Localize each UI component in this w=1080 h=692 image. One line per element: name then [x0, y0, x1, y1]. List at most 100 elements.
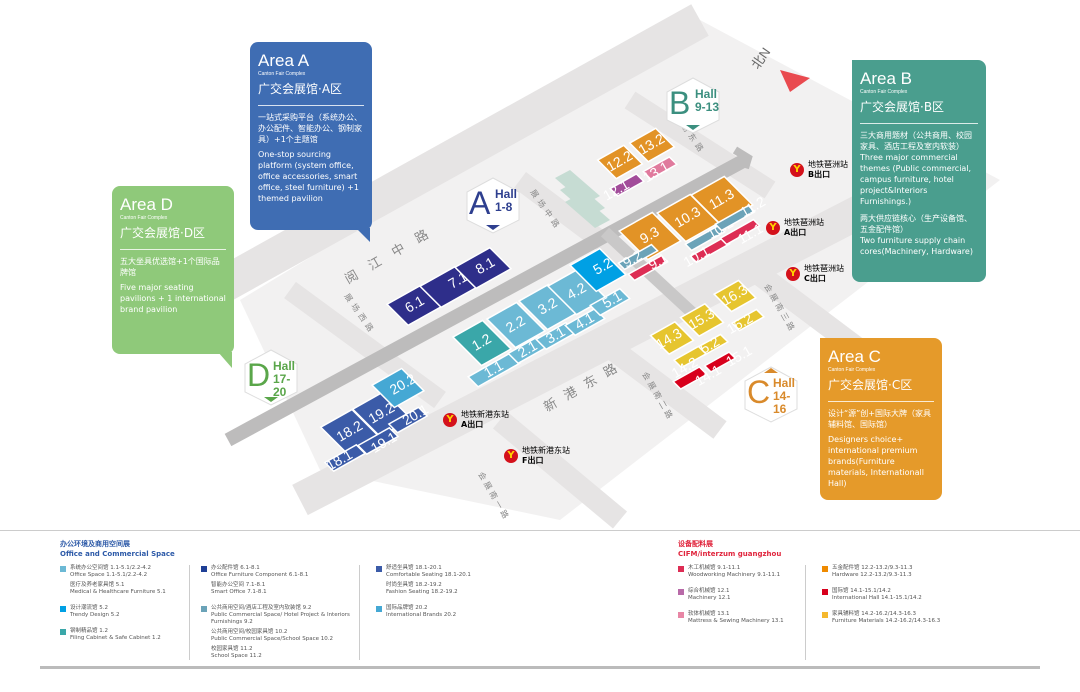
- hall-block[interactable]: [730, 308, 766, 332]
- area-b-desc2-en: Two furniture supply chain cores(Machine…: [860, 236, 973, 256]
- metro-exit: F出口: [522, 456, 544, 465]
- legend-bottom-rule: [40, 666, 1040, 669]
- hall-block[interactable]: [689, 236, 731, 264]
- legend-cn: 家具辅料馆 14.2-16.2/14.3-16.3: [832, 611, 917, 617]
- hall-14-3[interactable]: 14.3: [649, 320, 695, 356]
- hall-block[interactable]: [453, 246, 513, 290]
- hall-block[interactable]: [609, 172, 645, 198]
- hall-block[interactable]: [387, 406, 429, 434]
- legend-cn: 校园家具馆 11.2: [211, 646, 253, 652]
- legend-cn: 软体机械馆 13.1: [688, 611, 730, 617]
- hall-block[interactable]: [684, 224, 726, 252]
- legend-swatch: [376, 606, 382, 612]
- legend-en: Trendy Design 5.2: [70, 612, 120, 618]
- hall-block[interactable]: [589, 287, 631, 317]
- hall-block[interactable]: [628, 127, 676, 163]
- metro-icon: Y: [443, 413, 457, 427]
- hall-block[interactable]: [672, 365, 708, 391]
- area-b-desc-en: Three major commercial themes (Public co…: [860, 153, 972, 206]
- hall-block[interactable]: [649, 320, 695, 356]
- badge-letter: B: [669, 85, 691, 121]
- metro-icon: Y: [790, 163, 804, 177]
- area-a-desc-en: One-stop sourcing platform (system offic…: [258, 150, 359, 203]
- legend-cn: 医疗及养老家具馆 5.1: [70, 582, 125, 588]
- hall-block[interactable]: [703, 351, 737, 373]
- metro-name: 地铁新港东站: [522, 446, 570, 455]
- hall-1-2[interactable]: 1.2: [451, 319, 513, 367]
- road-zhanchang-mid: [514, 172, 646, 278]
- north-arrow-icon: [780, 70, 810, 92]
- legend-cn: 舒适坐具馆 18.1-20.1: [386, 565, 442, 571]
- legend-swatch: [822, 589, 828, 595]
- hall-2-1[interactable]: 2.1: [507, 335, 549, 365]
- road-huizhan-s3: [733, 251, 867, 359]
- metro-icon: Y: [786, 267, 800, 281]
- legend-en: International Brands 20.2: [386, 612, 457, 618]
- hall-block[interactable]: [672, 345, 708, 369]
- hall-2-2[interactable]: 2.2: [485, 301, 547, 349]
- area-a-cn-title: 广交会展馆·A区: [258, 82, 343, 96]
- hall-block[interactable]: [370, 367, 426, 409]
- area-b-desc-cn: 三大商用题材（公共商用、校园家具、酒店工程及室内软装）: [860, 131, 972, 151]
- hall-block[interactable]: [617, 243, 659, 271]
- hall-8-1[interactable]: 8.1: [453, 246, 513, 290]
- legend-swatch: [678, 566, 684, 572]
- area-c-desc-cn: 设计“源”创+国际大牌（家具辅料馆、国际馆）: [828, 409, 931, 429]
- hall-block[interactable]: [627, 254, 669, 282]
- hall-9-3[interactable]: 9.3: [617, 211, 683, 261]
- hall-block[interactable]: [719, 218, 761, 246]
- corridor-end: [732, 146, 753, 170]
- legend-en: Office Space 1.1-5.1/2.2-4.2: [70, 572, 148, 578]
- hall-block[interactable]: [679, 302, 725, 338]
- legend-swatch: [822, 612, 828, 618]
- hall-block[interactable]: [485, 301, 547, 349]
- hall-5-1[interactable]: 5.1: [589, 287, 631, 317]
- main-corridor: [224, 153, 749, 447]
- legend-swatch: [822, 566, 828, 572]
- hall-block[interactable]: [356, 426, 400, 456]
- hall-block[interactable]: [596, 144, 644, 180]
- hall-block[interactable]: [564, 307, 606, 337]
- legend-swatch: [678, 612, 684, 618]
- hall-block[interactable]: [712, 279, 758, 313]
- badge-letter: A: [469, 185, 491, 221]
- area-c-callout: Area C Canton Fair Complex 广交会展馆·C区 设计“源…: [820, 338, 942, 500]
- area-d-desc-en: Five major seating pavilions + 1 interna…: [120, 283, 226, 314]
- hall-block[interactable]: [568, 247, 628, 293]
- legend-en: Furniture Materials 14.2-16.2/14.3-16.3: [832, 618, 941, 624]
- legend-en: Office Furniture Component 6.1-8.1: [211, 572, 309, 578]
- hall-block[interactable]: [642, 155, 678, 181]
- hall-block[interactable]: [714, 204, 756, 232]
- area-a-title: Area A: [258, 51, 310, 70]
- legend-cn: 钢制精品馆 1.2: [70, 628, 108, 634]
- hall-block[interactable]: [617, 211, 683, 261]
- hall-13-2[interactable]: 13.2: [628, 127, 676, 163]
- legend-en: Comfortable Seating 18.1-20.1: [386, 572, 471, 578]
- area-b-title: Area B: [860, 69, 912, 88]
- hall-4-1[interactable]: 4.1: [564, 307, 606, 337]
- hall-5-2[interactable]: 5.2: [568, 247, 628, 293]
- area-d-cn-title: 广交会展馆·D区: [120, 226, 206, 240]
- hall-block[interactable]: [451, 319, 513, 367]
- area-c-title: Area C: [828, 347, 881, 366]
- area-d-callout: Area D Canton Fair Complex 广交会展馆·D区 五大坐具…: [112, 186, 234, 354]
- legend-cn: 综合机械馆 12.1: [688, 588, 730, 594]
- metro-icon: Y: [504, 449, 518, 463]
